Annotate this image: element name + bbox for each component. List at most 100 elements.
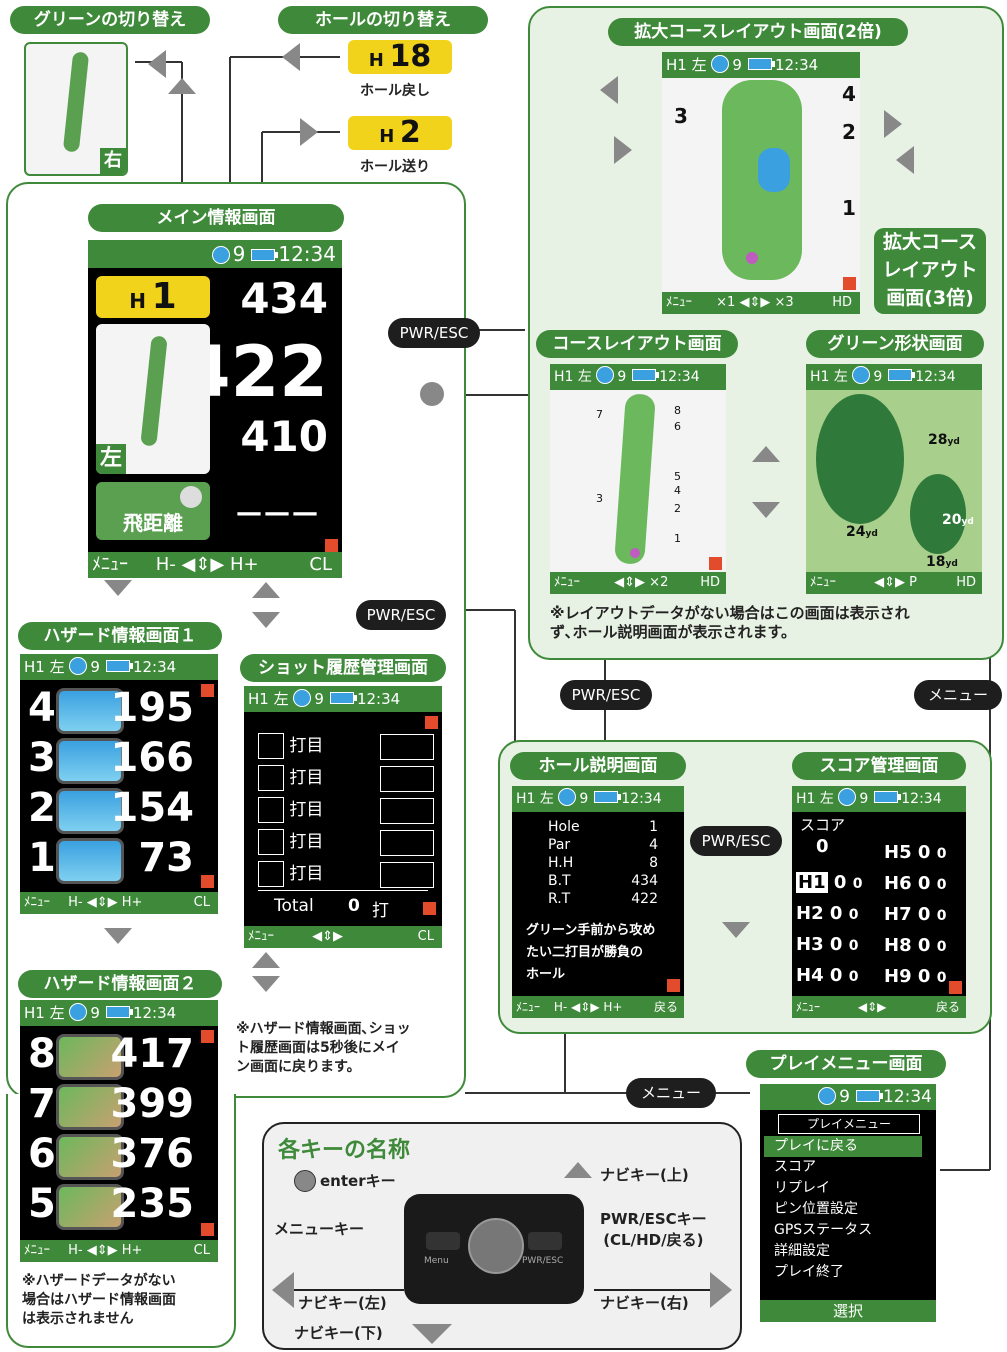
battery-icon xyxy=(632,369,660,381)
hazard-label: 4 xyxy=(842,82,856,106)
hazard-number: 1 xyxy=(28,835,56,881)
drive-distance-label: 飛距離 xyxy=(123,511,183,535)
drive-distance-dashes: ——— xyxy=(236,498,320,528)
menu-item-advanced-settings[interactable]: 詳細設定 xyxy=(774,1243,830,1259)
course-fairway xyxy=(614,393,656,565)
hazard-distance: 154 xyxy=(110,785,195,831)
main-footer: ﾒﾆｭｰ H- ◀⇕▶ H+ CL xyxy=(88,552,342,578)
hole-desc-text: グリーン手前から攻め たい二打目が勝負の ホール xyxy=(526,923,656,982)
battery-icon xyxy=(329,692,357,704)
hazard-row: 3 166 xyxy=(20,734,218,784)
hazard-distance: 376 xyxy=(110,1131,195,1177)
drive-distance-button: 飛距離 xyxy=(96,482,210,540)
green-footer: ﾒﾆｭｰ ◀⇕▶ P HD xyxy=(806,572,982,594)
enter-key-label: enterキー xyxy=(320,1172,396,1190)
hazard-distance: 166 xyxy=(110,735,195,781)
hazard-label: 7 xyxy=(596,408,603,421)
hole-back-label: ホール戻し xyxy=(360,83,430,99)
keys-panel: 各キーの名称 enterキー ナビキー(上) メニューキー PWR/ESCキー(… xyxy=(262,1122,742,1350)
hazard-distance: 417 xyxy=(110,1031,195,1077)
hazard-label: 3 xyxy=(674,104,688,128)
device-body: Menu PWR/ESC xyxy=(404,1194,584,1304)
globe-icon xyxy=(852,366,871,384)
pwr-esc-pill: PWR/ESC xyxy=(388,318,480,348)
green-depth-20: 20yd xyxy=(942,512,974,528)
nav-up-arrow xyxy=(252,952,280,968)
play-menu-title: プレイメニュー xyxy=(778,1114,920,1134)
nav-left-arrow xyxy=(272,1272,294,1308)
layout-footer: ﾒﾆｭｰ ◀⇕▶ ×2 HD xyxy=(550,572,726,594)
footer-hd: HD xyxy=(832,295,852,310)
status-hole: H1 xyxy=(810,369,830,385)
menu-item-end-play[interactable]: プレイ終了 xyxy=(774,1264,844,1280)
hazard-label: 2 xyxy=(674,502,681,515)
menu-item-score[interactable]: スコア xyxy=(774,1159,816,1175)
shot-row: 打目 xyxy=(258,858,434,890)
scroll-up-icon xyxy=(425,716,438,729)
nav-left-arrow xyxy=(282,43,300,71)
nav-updown-icon: ◀⇕▶ xyxy=(739,295,771,310)
green-switch-thumbnail: 右 xyxy=(24,42,128,176)
menu-pill: メニュー xyxy=(914,680,1002,710)
hole-forward-label: ホール送り xyxy=(360,159,430,175)
hazard-label: 1 xyxy=(842,196,856,220)
menu-pill: メニュー xyxy=(626,1078,716,1108)
hazard-label: 2 xyxy=(842,120,856,144)
banner-course-layout: コースレイアウト画面 xyxy=(536,330,738,358)
hole-number: 1 xyxy=(151,276,177,317)
clock: 12:34 xyxy=(621,791,662,807)
course-map-thumbnail: 左 xyxy=(96,324,210,474)
green-depth-28: 28yd xyxy=(928,432,960,448)
score-left-column: H1 0 0 H2 0 0 H3 0 0 H4 0 0 xyxy=(796,868,862,992)
clock: 12:34 xyxy=(901,791,942,807)
scroll-down-icon xyxy=(201,1223,214,1236)
green-width-18: 18yd xyxy=(926,554,958,570)
menu-item-pin-position[interactable]: ピン位置設定 xyxy=(774,1201,858,1217)
hazard-number: 7 xyxy=(28,1081,56,1127)
banner-zoom2: 拡大コースレイアウト画面(2倍) xyxy=(608,18,908,46)
menu-item-gps-status[interactable]: GPSステータス xyxy=(774,1222,873,1238)
score-row: H4 0 0 xyxy=(796,965,859,986)
hazard-distance: 195 xyxy=(110,685,195,731)
menu-item-replay[interactable]: リプレイ xyxy=(774,1180,830,1196)
device-pwr-text: PWR/ESC xyxy=(522,1256,564,1266)
menu-item-resume[interactable]: プレイに戻る xyxy=(764,1136,922,1157)
footer-hplus: H+ xyxy=(230,554,259,575)
status-side: 左 xyxy=(273,690,289,708)
score-row: H8 0 0 xyxy=(884,935,947,956)
globe-icon xyxy=(596,366,615,384)
green-side-badge: 右 xyxy=(100,148,126,174)
nav-down-arrow xyxy=(722,922,750,938)
green-front xyxy=(816,394,904,524)
clock: 12:34 xyxy=(774,56,819,74)
pwr-esc-pill: PWR/ESC xyxy=(560,680,652,710)
footer-menu: ﾒﾆｭｰ xyxy=(666,295,692,310)
zoom2-footer: ﾒﾆｭｰ ×1 ◀⇕▶ ×3 HD xyxy=(662,292,860,314)
footer-menu: ﾒﾆｭｰ xyxy=(24,895,50,910)
banner-hole-switch: ホールの切り替え xyxy=(278,6,488,34)
arrow-head-left xyxy=(148,50,166,78)
hole-back-box: H 18 xyxy=(348,40,452,74)
nav-down-arrow xyxy=(752,502,780,518)
h-prefix: H xyxy=(368,50,384,71)
green-side-badge: 左 xyxy=(96,444,126,474)
h-prefix: H xyxy=(379,126,395,147)
footer-menu: ﾒﾆｭｰ xyxy=(810,575,836,590)
nav-updown-icon: ◀⇕▶ xyxy=(874,575,906,590)
green-width-24: 24yd xyxy=(846,524,878,540)
score-row: H3 0 0 xyxy=(796,934,859,955)
nav-down-arrow xyxy=(104,580,132,596)
hazard-row: 1 73 xyxy=(20,834,218,884)
footer-menu: ﾒﾆｭｰ xyxy=(92,554,128,575)
banner-hazard2: ハザード情報画面２ xyxy=(18,970,222,998)
footer-x2: ×2 xyxy=(649,575,669,590)
